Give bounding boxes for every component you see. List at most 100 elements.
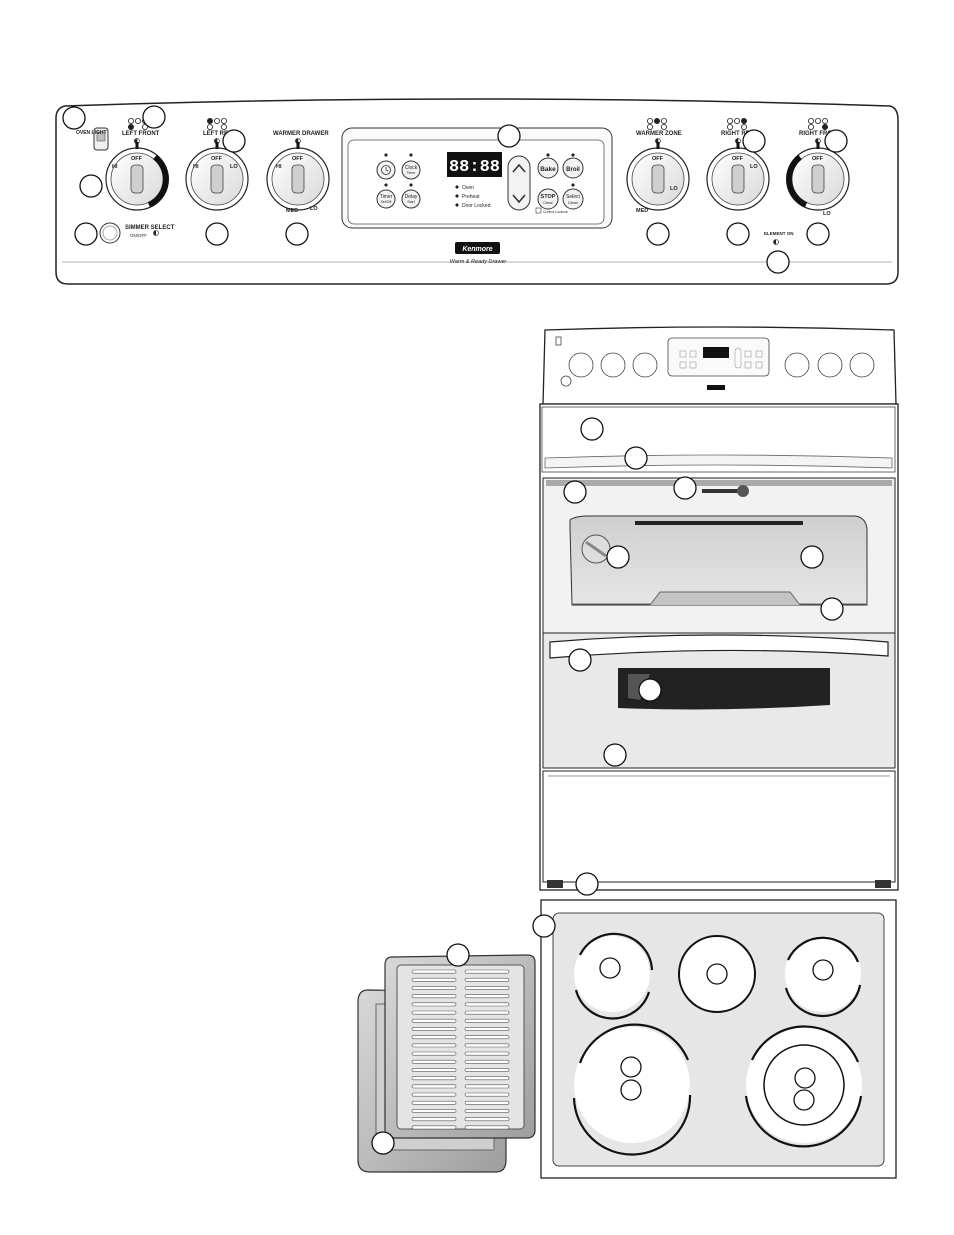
knob-hi-label: HI <box>193 164 199 170</box>
svg-text:Preheat: Preheat <box>462 194 480 200</box>
broil-button[interactable]: Broil <box>562 157 584 179</box>
broiler-slot <box>464 1068 510 1072</box>
oven-light-label: OVEN LIGHT <box>76 130 107 136</box>
status-indicators: Oven Preheat Door Locked <box>455 185 491 209</box>
svg-text:Select: Select <box>566 194 581 200</box>
svg-text:Broil: Broil <box>566 167 580 173</box>
svg-text:Clear: Clear <box>543 200 553 205</box>
timer-button[interactable]: Timer Set/Off <box>376 189 396 209</box>
broiler-slot <box>464 1125 510 1130</box>
select-clean-button[interactable]: Select Clean <box>562 188 584 210</box>
delay-start-button[interactable]: Delay Start <box>401 189 421 209</box>
broiler-slot <box>411 969 457 974</box>
up-arrow-button[interactable] <box>512 163 526 173</box>
clock-icon <box>381 165 391 175</box>
broiler-slot <box>411 1010 457 1015</box>
part-callouts <box>62 105 848 1155</box>
callout-marker <box>580 417 604 441</box>
knob-off-label: OFF <box>131 156 143 162</box>
oven-light-switch[interactable] <box>93 127 109 151</box>
knob-off-label: OFF <box>211 156 223 162</box>
callout-marker <box>74 222 98 246</box>
knob-lo-label: LO <box>230 164 238 170</box>
broiler-slot <box>464 1035 510 1040</box>
simmer-on-off-label: ON/OFF <box>130 233 147 238</box>
svg-text:Clock: Clock <box>405 165 418 171</box>
callout-marker <box>563 480 587 504</box>
broiler-slot <box>411 1018 457 1023</box>
callout-marker <box>599 957 621 979</box>
broiler-slot <box>411 1084 457 1089</box>
callout-marker <box>806 222 830 246</box>
svg-text:Set/Off: Set/Off <box>381 200 392 204</box>
knob-lo-label: LO <box>670 186 678 192</box>
broiler-slot <box>411 1068 457 1072</box>
simmer-select-button[interactable] <box>99 222 121 244</box>
broiler-slot <box>411 986 457 990</box>
broiler-slot <box>411 1043 457 1048</box>
callout-marker <box>766 250 790 274</box>
left-front-label: LEFT FRONT <box>122 131 160 137</box>
broiler-slot <box>464 1100 510 1105</box>
svg-text:Timer: Timer <box>407 171 417 175</box>
simmer-select-label: SIMMER SELECT <box>125 225 175 231</box>
right-rear-knob[interactable] <box>706 142 770 211</box>
broiler-slot <box>411 1051 457 1056</box>
callout-marker <box>620 1079 642 1101</box>
left-rear-knob[interactable] <box>185 142 249 211</box>
broiler-slot <box>411 1002 457 1007</box>
callout-marker <box>706 963 728 985</box>
broiler-slot <box>464 1051 510 1056</box>
broiler-slot <box>411 977 457 982</box>
clock-icon-pad[interactable] <box>376 160 396 180</box>
right-front-knob[interactable] <box>786 142 850 211</box>
warmer-zone-label: WARMER ZONE <box>636 131 682 137</box>
knob-hi-label: HI <box>112 164 118 170</box>
callout-marker <box>824 129 848 153</box>
broiler-grid-slots <box>411 969 510 1130</box>
lock-icon <box>535 207 542 214</box>
knob-med-label: MED <box>286 208 298 214</box>
broiler-slot <box>464 1018 510 1023</box>
down-arrow-button[interactable] <box>512 194 526 204</box>
left-front-knob[interactable] <box>105 142 169 211</box>
clock-button[interactable]: Clock Timer <box>401 160 421 180</box>
svg-text:Oven: Oven <box>462 185 474 191</box>
simmer-indicator-icon <box>153 230 159 236</box>
element-on-label: ELEMENT ON <box>764 231 794 236</box>
broiler-slot <box>464 1109 510 1113</box>
warmer-zone-knob[interactable] <box>626 142 690 211</box>
broiler-slot <box>464 1092 510 1097</box>
callout-marker <box>624 446 648 470</box>
callout-marker <box>371 1131 395 1155</box>
knob-lo-label: LO <box>823 211 831 217</box>
oven-display <box>447 152 502 177</box>
callout-marker <box>673 476 697 500</box>
warmer-drawer-knob[interactable] <box>266 142 330 211</box>
callout-marker <box>205 222 229 246</box>
callout-marker <box>820 597 844 621</box>
callout-marker <box>800 545 824 569</box>
knob-off-label: OFF <box>732 156 744 162</box>
stop-clear-button[interactable]: STOP Clear <box>537 188 559 210</box>
knob-med-label: MED <box>636 208 648 214</box>
callout-marker <box>79 174 103 198</box>
callout-marker <box>142 105 166 129</box>
broiler-slot <box>411 1035 457 1040</box>
broiler-slot <box>411 1076 457 1081</box>
svg-text:Timer: Timer <box>380 194 393 200</box>
knob-off-label: OFF <box>812 156 824 162</box>
callout-marker <box>497 124 521 148</box>
right-front-label: RIGHT FRONT <box>799 131 840 137</box>
tagline: Warm & Ready Drawer <box>450 259 508 265</box>
knob-hi-label: HI <box>276 164 282 170</box>
callout-marker <box>603 743 627 767</box>
broiler-slot <box>464 1002 510 1007</box>
svg-text:Control Lockout: Control Lockout <box>543 210 568 214</box>
svg-text:Door Locked: Door Locked <box>462 203 491 209</box>
bake-button[interactable]: Bake <box>537 157 559 179</box>
broiler-slot <box>464 969 510 974</box>
broiler-slot <box>464 1059 510 1064</box>
control-lockout-note: Control Lockout <box>535 207 568 214</box>
